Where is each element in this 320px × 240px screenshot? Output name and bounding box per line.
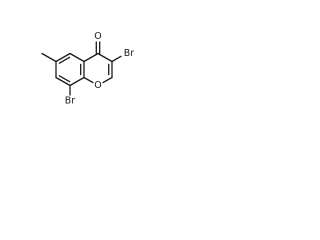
methyl-bond (41, 52, 57, 63)
c3-br-bond (111, 55, 122, 63)
bond-c4a-c4 (83, 52, 99, 63)
carbonyl-oxygen-label: O (94, 31, 101, 42)
bond-c4a-c5 (69, 52, 85, 63)
bond-c5-c6 (55, 52, 71, 63)
molecule-canvas: O O Br Br (0, 0, 152, 152)
double-bond-c7-c8 (58, 75, 71, 83)
structure-drawing: O O Br Br (41, 31, 135, 107)
double-bond-c5-c6 (58, 56, 71, 64)
ring-oxygen-label: O (94, 80, 101, 91)
bond-c7-c8 (55, 76, 71, 87)
bond-c2-o1 (102, 76, 113, 84)
substituent-bonds (41, 41, 122, 96)
bromine-8-label: Br (65, 96, 76, 107)
bond-o1-c8a (83, 76, 94, 84)
bond-c4-c3 (97, 52, 113, 63)
bromine-3-label: Br (124, 48, 135, 59)
pyranone-ring (83, 52, 113, 84)
benzo-ring (55, 52, 85, 87)
bond-c8-c8a (69, 76, 85, 87)
